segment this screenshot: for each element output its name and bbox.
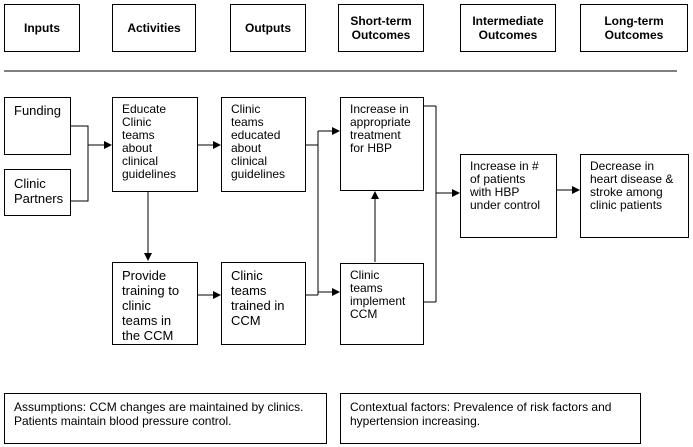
header-inputs: Inputs (4, 4, 80, 52)
header-activities: Activities (112, 4, 196, 52)
node-teams-educated: Clinic teams educated about clinical gui… (221, 97, 306, 192)
node-teams-implement: Clinic teams implement CCM (340, 263, 424, 345)
node-increase-treatment: Increase in appropriate treatment for HB… (340, 97, 424, 191)
connector-inputs-merge (70, 125, 89, 202)
node-decrease-disease: Decrease in heart disease & stroke among… (580, 154, 689, 238)
contextual-factors-box: Contextual factors: Prevalence of risk f… (340, 393, 641, 444)
node-increase-patients: Increase in # of patients with HBP under… (460, 154, 557, 238)
node-educate-clinic-teams: Educate Clinic teams about clinical guid… (112, 97, 198, 192)
assumptions-box: Assumptions: CCM changes are maintained … (4, 393, 327, 444)
header-outputs: Outputs (230, 4, 306, 52)
node-teams-trained: Clinic teams trained in CCM (221, 262, 306, 345)
header-long-term-outcomes: Long-term Outcomes (580, 4, 688, 52)
header-intermediate-outcomes: Intermediate Outcomes (460, 4, 556, 52)
header-short-term-outcomes: Short-term Outcomes (338, 4, 424, 52)
node-funding: Funding (4, 97, 71, 155)
node-provide-training: Provide training to clinic teams in the … (112, 262, 198, 345)
node-clinic-partners: Clinic Partners (4, 169, 71, 216)
